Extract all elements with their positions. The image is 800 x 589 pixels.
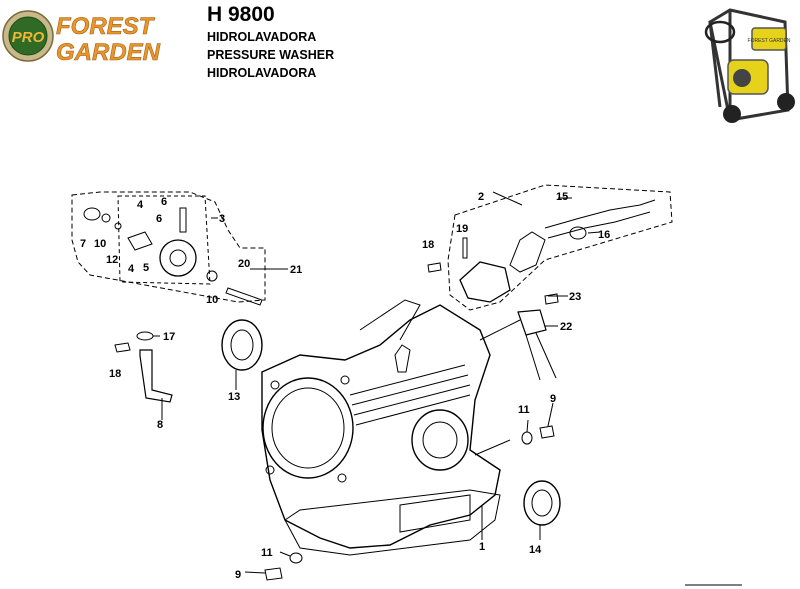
callout-23: 23 — [569, 291, 581, 303]
callout-17: 17 — [163, 331, 175, 343]
callout-6-top: 6 — [161, 196, 167, 208]
callout-19: 19 — [456, 223, 468, 235]
header-line-1: HIDROLAVADORA — [207, 30, 317, 44]
callout-21: 21 — [290, 264, 302, 276]
callout-18-left: 18 — [109, 368, 121, 380]
callout-16: 16 — [598, 229, 610, 241]
header-line-3: HIDROLAVADORA — [207, 66, 317, 80]
product-image: FOREST GARDEN — [690, 2, 798, 130]
callout-15: 15 — [556, 191, 568, 203]
callout-14: 14 — [529, 544, 542, 556]
callout-10-bottom: 10 — [206, 294, 218, 306]
model-number: H 9800 — [207, 3, 275, 26]
callout-7: 7 — [80, 238, 86, 250]
header-block: H 9800 HIDROLAVADORA PRESSURE WASHER HID… — [207, 2, 334, 82]
callout-6: 6 — [156, 213, 162, 225]
callout-13: 13 — [228, 391, 240, 403]
callout-11-right: 11 — [518, 404, 530, 416]
callout-4-bottom: 4 — [128, 263, 135, 275]
callout-9-bottom: 9 — [235, 569, 241, 581]
logo-name-line2: GARDEN — [56, 39, 161, 64]
callout-5: 5 — [143, 262, 149, 274]
callout-12: 12 — [106, 254, 118, 266]
forest-garden-logo: PRO FOREST GARDEN — [2, 8, 190, 66]
callout-2: 2 — [478, 191, 484, 203]
logo-badge-text: PRO — [12, 29, 45, 46]
callout-11-bottom: 11 — [261, 547, 273, 559]
header-line-2: PRESSURE WASHER — [207, 48, 335, 62]
callout-8: 8 — [157, 419, 163, 431]
callout-9-right: 9 — [550, 393, 556, 405]
callout-22: 22 — [560, 321, 572, 333]
callout-3: 3 — [219, 213, 225, 225]
callout-10-top: 10 — [94, 238, 106, 250]
callout-1: 1 — [479, 541, 485, 553]
callout-20: 20 — [238, 258, 250, 270]
product-badge-text: FOREST GARDEN — [748, 38, 791, 44]
logo-name-line1: FOREST — [56, 13, 156, 40]
callout-18-right: 18 — [422, 239, 434, 251]
callout-4-top: 4 — [137, 199, 144, 211]
